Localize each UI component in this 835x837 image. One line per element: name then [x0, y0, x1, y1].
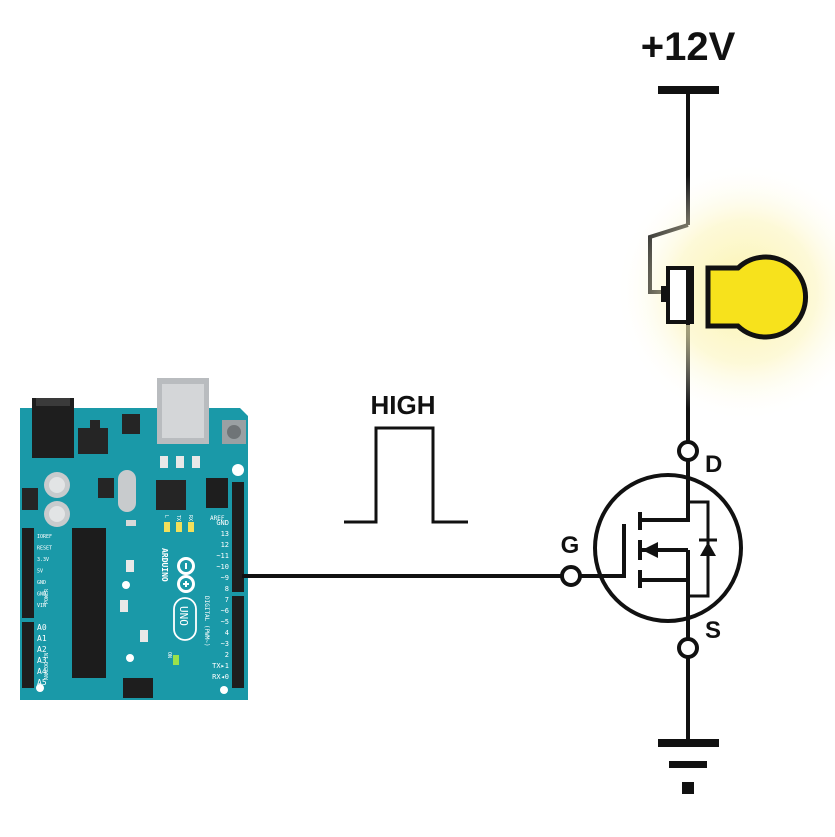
- source-label: S: [705, 617, 721, 644]
- atmega328-chip: [72, 528, 106, 678]
- digital-pin-label: 8: [225, 585, 229, 593]
- power-header-labels: IOREF RESET 3.3V 5V GND GND VIN: [37, 534, 52, 609]
- led-label: L: [163, 515, 169, 518]
- led-label: TX: [175, 515, 181, 521]
- digital-header-top: [232, 482, 244, 592]
- digital-pin-label: ~6: [221, 607, 229, 615]
- gate-terminal: [560, 565, 582, 587]
- supply-voltage-label: +12V: [641, 25, 736, 69]
- digital-pin-label: 4: [225, 629, 229, 637]
- digital-pin-label: TX▸1: [212, 662, 229, 670]
- power-pin-label: RESET: [37, 546, 52, 552]
- analog-pin-label: A2: [37, 645, 47, 654]
- analog-pin-label: A3: [37, 656, 47, 665]
- power-header-title: POWER: [44, 588, 50, 604]
- analog-pin-label: A5: [37, 678, 47, 687]
- uno-model-text: UNO: [177, 606, 190, 626]
- ground-symbol: [658, 739, 719, 794]
- light-bulb: [615, 162, 835, 422]
- crystal: [118, 470, 136, 512]
- high-pulse-waveform: HIGH: [344, 390, 468, 524]
- digital-pin-label: 12: [221, 541, 229, 549]
- digital-pin-label: RX◂0: [212, 673, 229, 681]
- led-label: RX: [187, 515, 193, 521]
- digital-pin-label: 2: [225, 651, 229, 659]
- power-pin-label: GND: [37, 592, 46, 598]
- drain-terminal: [677, 440, 699, 462]
- digital-header-labels: GND 13 12 ~11 ~10 ~9 8 7 ~6 ~5 4 ~3 2TX▸1RX◂0: [212, 519, 229, 681]
- dc-jack: [32, 398, 74, 458]
- analog-pin-label: A4: [37, 667, 47, 676]
- arduino-infinity-logo: [177, 557, 195, 593]
- digital-header-title: DIGITAL (PWM~): [203, 596, 210, 647]
- icsp-header: [123, 478, 228, 698]
- digital-header-bottom: [232, 596, 244, 688]
- analog-pin-label: A0: [37, 623, 47, 632]
- bulb-globe: [705, 254, 809, 340]
- power-pin-label: 5V: [37, 569, 43, 575]
- power-pin-label: 3.3V: [37, 557, 49, 563]
- analog-pin-label: A1: [37, 634, 47, 643]
- digital-pin-label: 7: [225, 596, 229, 604]
- led-labels: L TX RX ON: [163, 515, 193, 658]
- arduino-brand-text: ARDUINO: [160, 548, 169, 582]
- drain-label: D: [705, 451, 722, 478]
- digital-pin-label: ~3: [221, 640, 229, 648]
- supply-terminal-bar: [658, 86, 719, 94]
- digital-pin-label: 13: [221, 530, 229, 538]
- gate-label: G: [561, 532, 580, 559]
- analog-header: [22, 622, 34, 688]
- digital-pin-label: GND: [216, 519, 229, 527]
- power-pin-label: IOREF: [37, 534, 52, 540]
- source-terminal: [677, 637, 699, 659]
- analog-header-title: ANALOG IN: [44, 653, 50, 680]
- power-pin-label: GND: [37, 580, 46, 586]
- power-header: [22, 528, 34, 618]
- led-label: ON: [166, 652, 172, 658]
- digital-pin-label: ~11: [216, 552, 229, 560]
- digital-pin-label: ~10: [216, 563, 229, 571]
- uno-badge: [173, 597, 197, 641]
- pulse-high-label: HIGH: [371, 390, 436, 420]
- n-channel-mosfet: [580, 451, 743, 640]
- board-leds: [164, 522, 194, 665]
- wires: [242, 90, 690, 742]
- power-pin-label: VIN: [37, 603, 46, 609]
- aref-label: AREF: [210, 515, 225, 522]
- digital-pin-label: ~5: [221, 618, 229, 626]
- digital-pin-label: ~9: [221, 574, 229, 582]
